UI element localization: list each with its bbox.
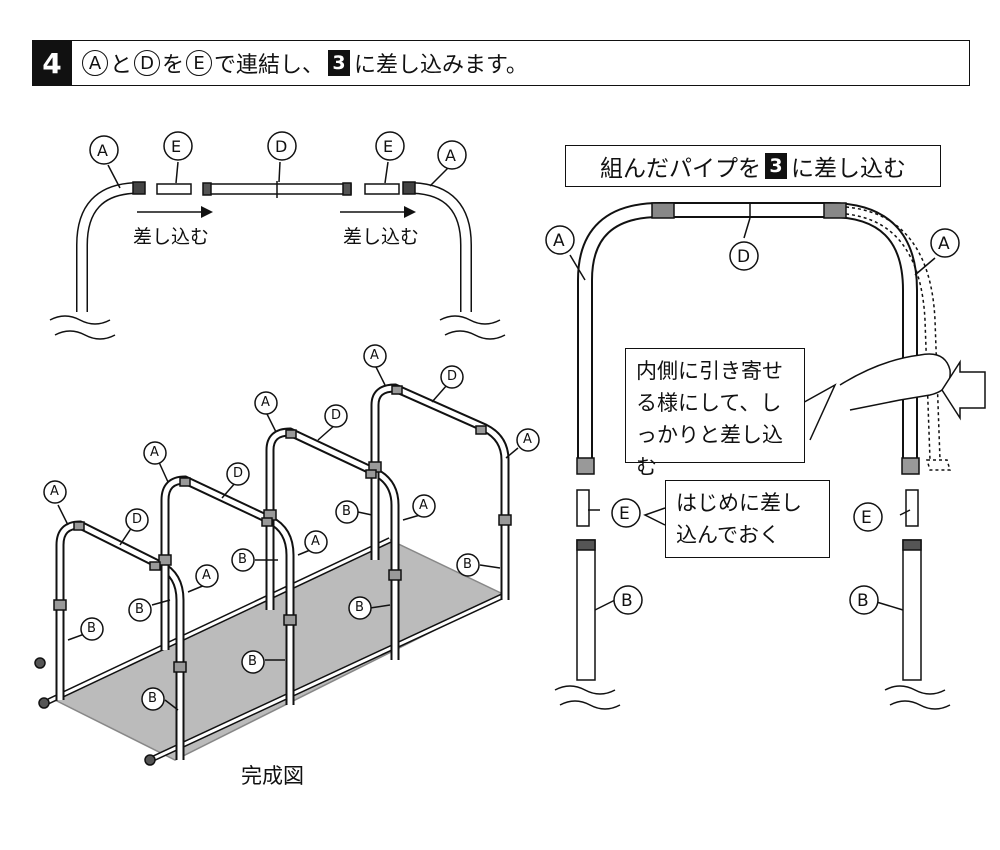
- label-d-top: D: [275, 137, 288, 156]
- rp-label-e-left: E: [619, 504, 630, 524]
- label-e-right: E: [383, 137, 394, 156]
- asm-label-a-8: A: [419, 498, 428, 513]
- rp-label-b-right: B: [857, 591, 869, 611]
- step-number: 4: [32, 41, 72, 85]
- label-a-right: A: [445, 146, 456, 165]
- asm-label-d-4: D: [447, 369, 458, 384]
- asm-label-b-4: B: [342, 504, 351, 519]
- asm-label-a-3: A: [261, 395, 270, 410]
- asm-label-b-5: B: [463, 557, 472, 572]
- asm-label-b-6: B: [148, 691, 157, 706]
- exploded-view: [49, 131, 506, 340]
- rp-label-e-right: E: [861, 508, 872, 528]
- asm-label-a-7: A: [311, 534, 320, 549]
- part-d-badge: D: [134, 50, 161, 76]
- rp-label-d: D: [737, 247, 751, 267]
- insert-text-left: 差し込む: [133, 226, 210, 248]
- rp-label-a-right: A: [938, 234, 950, 254]
- callout-pull-inward: 内側に引き寄せ る様にして、し っかりと差し込む: [625, 348, 805, 479]
- asm-label-a-4: A: [370, 348, 379, 363]
- asm-label-a-2: A: [150, 445, 159, 460]
- label-a-left: A: [97, 141, 108, 160]
- ref-step-badge: 3: [328, 50, 351, 76]
- asm-label-d-3: D: [331, 408, 342, 423]
- asm-label-b-2: B: [135, 602, 144, 617]
- insert-text-right: 差し込む: [343, 226, 420, 248]
- rp-label-b-left: B: [621, 591, 633, 611]
- asm-label-b-3: B: [238, 552, 247, 567]
- right-panel-title: 組んだパイプを 3 に差し込む: [565, 145, 941, 187]
- asm-label-b-8: B: [355, 600, 364, 615]
- right-panel-drawing: [545, 202, 986, 710]
- assembled-view: [34, 344, 540, 766]
- label-e-left: E: [171, 137, 182, 156]
- asm-label-b-7: B: [248, 654, 257, 669]
- part-a-badge: A: [82, 50, 108, 76]
- completed-figure-caption: 完成図: [241, 764, 304, 788]
- asm-label-a-6: A: [202, 568, 211, 583]
- title-step-badge: 3: [765, 153, 787, 179]
- callout-insert-first: はじめに差し 込んでおく: [665, 480, 830, 558]
- asm-label-b-1: B: [87, 621, 96, 636]
- asm-label-a-5: A: [523, 432, 532, 447]
- part-e-badge: E: [186, 50, 213, 76]
- asm-label-d-1: D: [132, 512, 143, 527]
- asm-label-a-1: A: [50, 484, 59, 499]
- step-header: 4 A と D を E で連結し、 3 に差し込みます。: [32, 40, 970, 86]
- step-instruction: A と D を E で連結し、 3 に差し込みます。: [80, 47, 528, 79]
- rp-label-a-left: A: [553, 231, 565, 251]
- asm-label-d-2: D: [233, 466, 244, 481]
